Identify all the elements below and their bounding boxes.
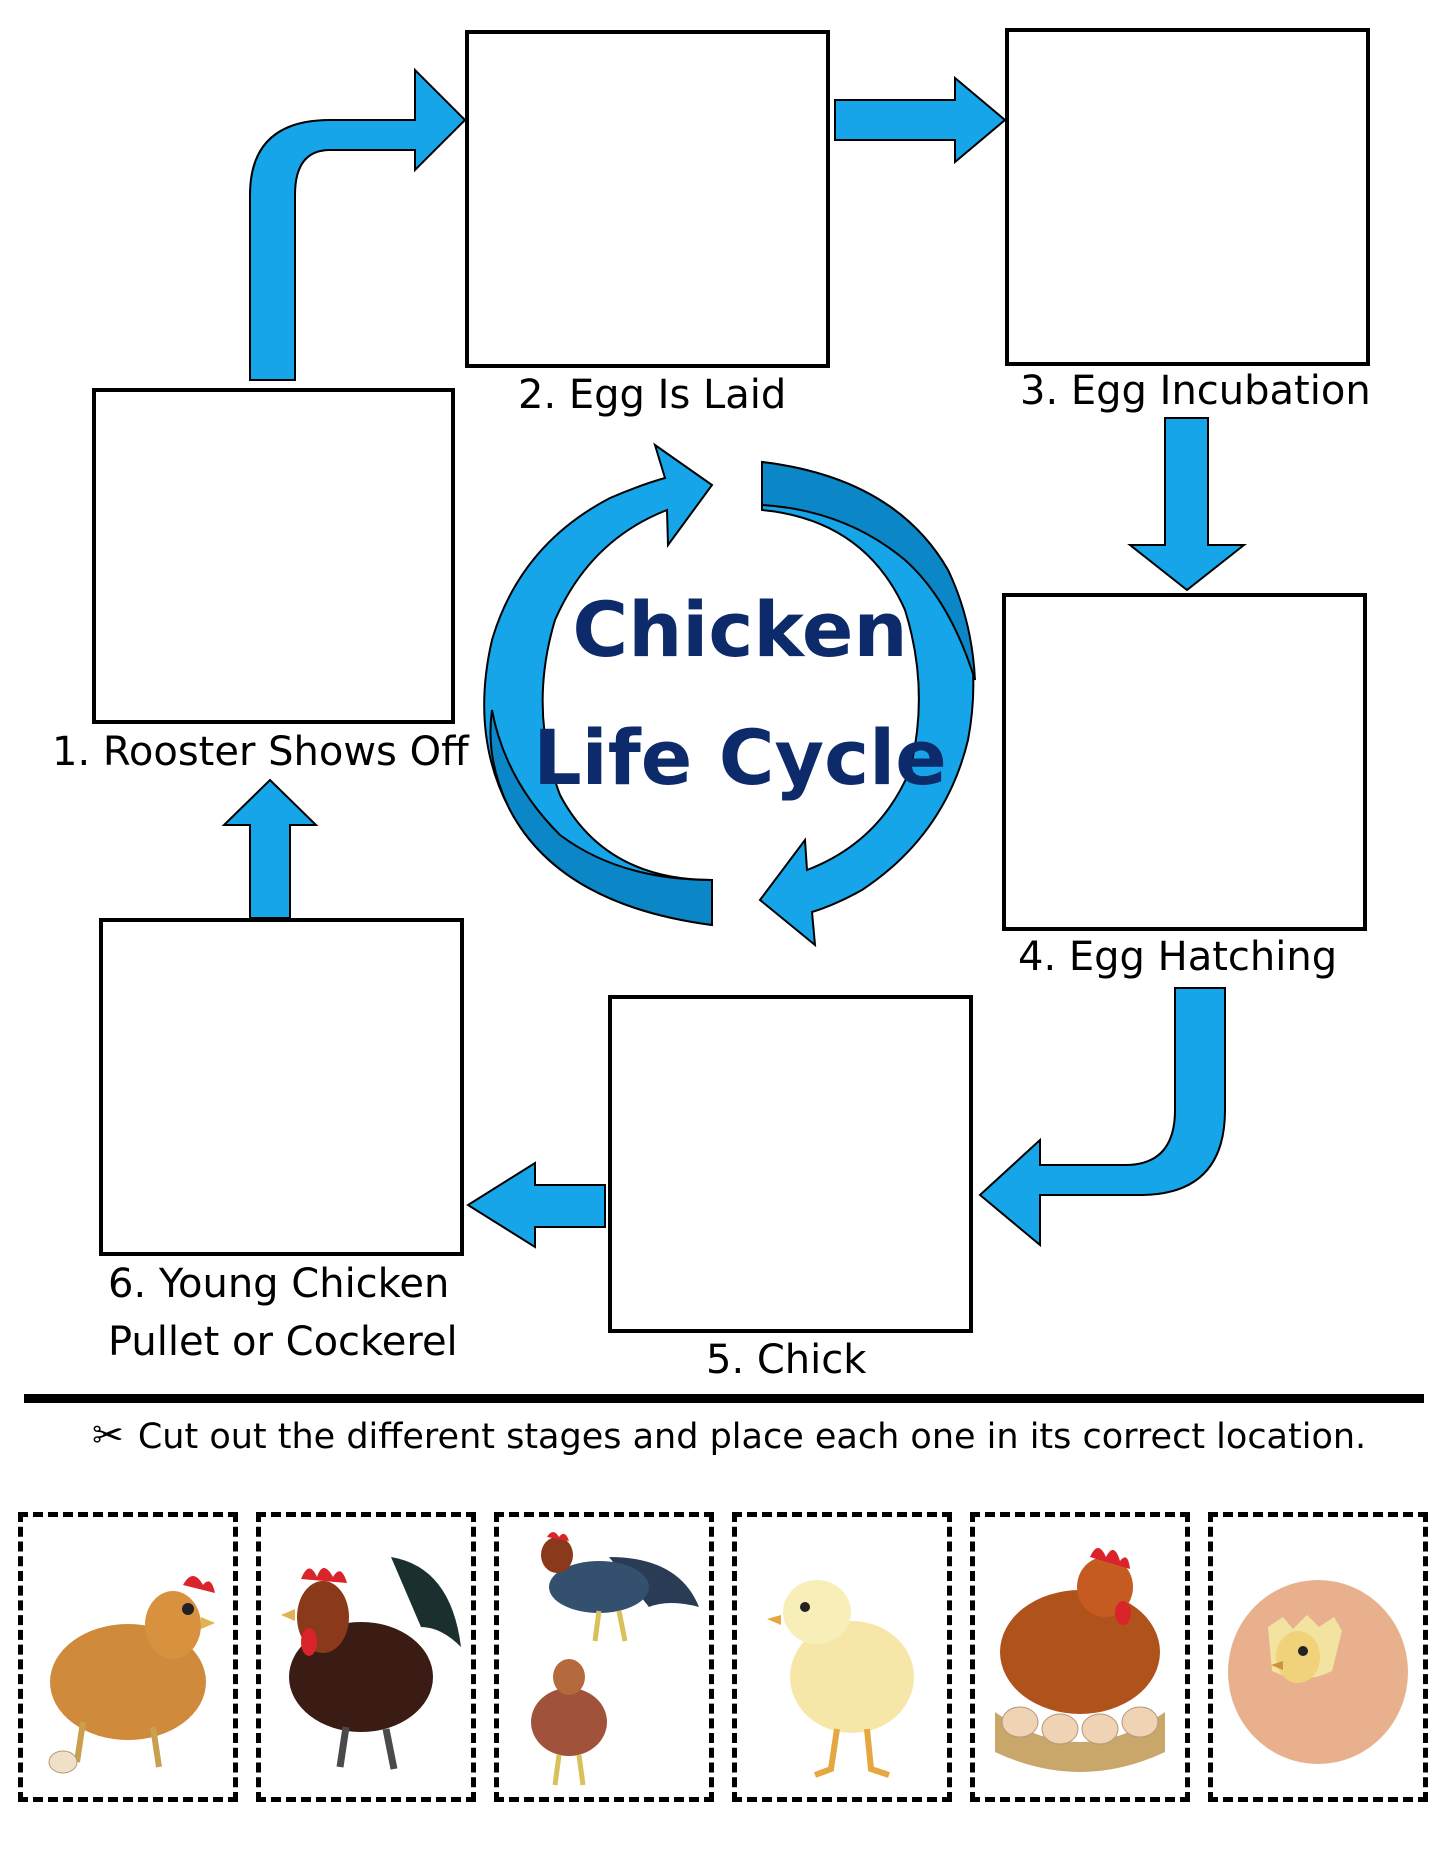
cutout-card-hatching-egg[interactable] (1208, 1512, 1428, 1802)
stage-2-box[interactable] (465, 30, 830, 368)
hen-with-egg-illustration (48, 1576, 215, 1774)
stage-3-box[interactable] (1005, 28, 1370, 366)
scissors-icon: ✂ (92, 1413, 124, 1457)
instruction-line: ✂ Cut out the different stages and place … (92, 1413, 1366, 1457)
arrow-1-to-2 (249, 67, 467, 381)
title-line1: Chicken (572, 585, 908, 674)
arrow-2-to-3 (834, 75, 1007, 165)
stage-2-label: 2. Egg Is Laid (518, 372, 787, 418)
cutout-card-rooster[interactable] (256, 1512, 476, 1802)
arrow-4-to-5 (978, 987, 1226, 1248)
stage-3-label: 3. Egg Incubation (1020, 368, 1371, 414)
cutout-card-hen-on-nest[interactable] (970, 1512, 1190, 1802)
title-line2: Life Cycle (533, 713, 947, 802)
stage-6-box[interactable] (99, 918, 464, 1256)
cycle-arrow-left-shade (489, 709, 713, 927)
instruction-text: Cut out the different stages and place e… (137, 1417, 1367, 1457)
stage-4-box[interactable] (1002, 593, 1367, 931)
arrow-5-to-6 (466, 1161, 606, 1249)
stage-5-label: 5. Chick (706, 1337, 867, 1383)
stage-6-label-line1: 6. Young Chicken (108, 1261, 450, 1307)
cycle-arrow-right-shade (761, 460, 976, 681)
cycle-arrow-left (483, 442, 714, 927)
hatching-egg-illustration (1228, 1580, 1408, 1764)
hen-on-nest-illustration (995, 1548, 1165, 1772)
stage-1-label: 1. Rooster Shows Off (52, 729, 469, 775)
stage-4-label: 4. Egg Hatching (1018, 934, 1338, 980)
stage-1-box[interactable] (92, 388, 455, 724)
young-chickens-illustration (531, 1532, 699, 1786)
stage-6-label-line2: Pullet or Cockerel (108, 1319, 458, 1365)
cutout-card-hen-with-egg[interactable] (18, 1512, 238, 1802)
cutout-card-chick[interactable] (732, 1512, 952, 1802)
rooster-illustration (281, 1557, 461, 1770)
chick-illustration (767, 1580, 914, 1778)
arrow-6-to-1 (221, 778, 319, 919)
arrow-3-to-4 (1127, 417, 1247, 592)
cut-divider (24, 1394, 1424, 1403)
stage-5-box[interactable] (608, 995, 973, 1333)
cutout-card-young-rooster-and-pullet[interactable] (494, 1512, 714, 1802)
